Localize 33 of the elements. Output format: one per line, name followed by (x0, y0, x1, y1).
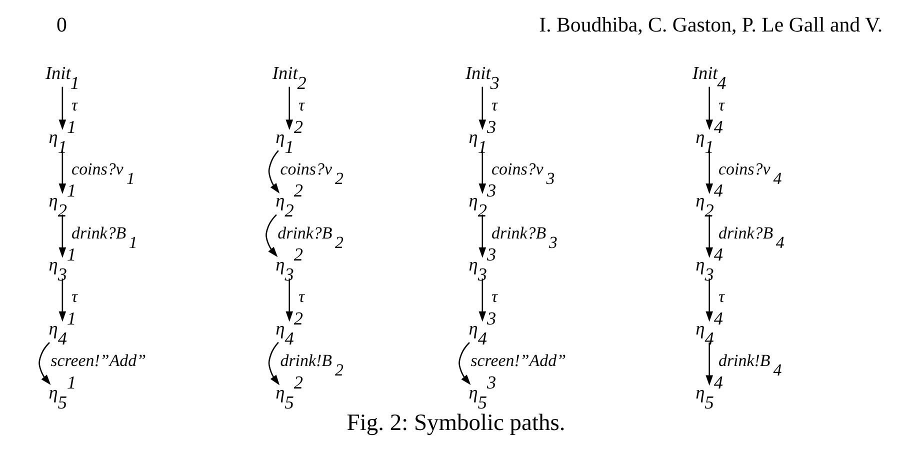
arrow (266, 214, 278, 258)
edge-label: τ (718, 95, 725, 114)
edge-label: τ (72, 287, 78, 306)
arrow (478, 278, 486, 322)
edge-label: τ (718, 287, 725, 306)
label: I. Boudhiba, C. Gaston, P. Le Gall and V. (539, 12, 883, 36)
edge-label: τ (72, 95, 78, 114)
arrow (286, 278, 294, 322)
arrow (58, 150, 66, 194)
arrow (706, 86, 714, 130)
arrow (268, 342, 280, 386)
edge-label: τ (492, 287, 498, 306)
edge-label: screen!”Add” (470, 351, 566, 370)
edge-label: τ (298, 95, 305, 114)
edge-label: τ (298, 287, 305, 306)
edge-label: screen!”Add” (50, 351, 146, 370)
label: 0 (56, 12, 67, 36)
arrow (58, 86, 66, 130)
caption: Fig. 2: Symbolic paths. (346, 410, 566, 436)
arrow (706, 342, 714, 386)
arrow (268, 150, 280, 194)
arrow (706, 150, 714, 194)
arrow (58, 214, 66, 258)
arrow (458, 342, 471, 385)
arrow (38, 342, 51, 385)
arrow (706, 214, 714, 258)
arrow (478, 150, 486, 194)
arrow (58, 278, 66, 322)
arrow (286, 86, 294, 130)
edge-label: τ (492, 95, 498, 114)
arrow (478, 214, 486, 258)
arrow (478, 86, 486, 130)
arrow (706, 278, 714, 322)
